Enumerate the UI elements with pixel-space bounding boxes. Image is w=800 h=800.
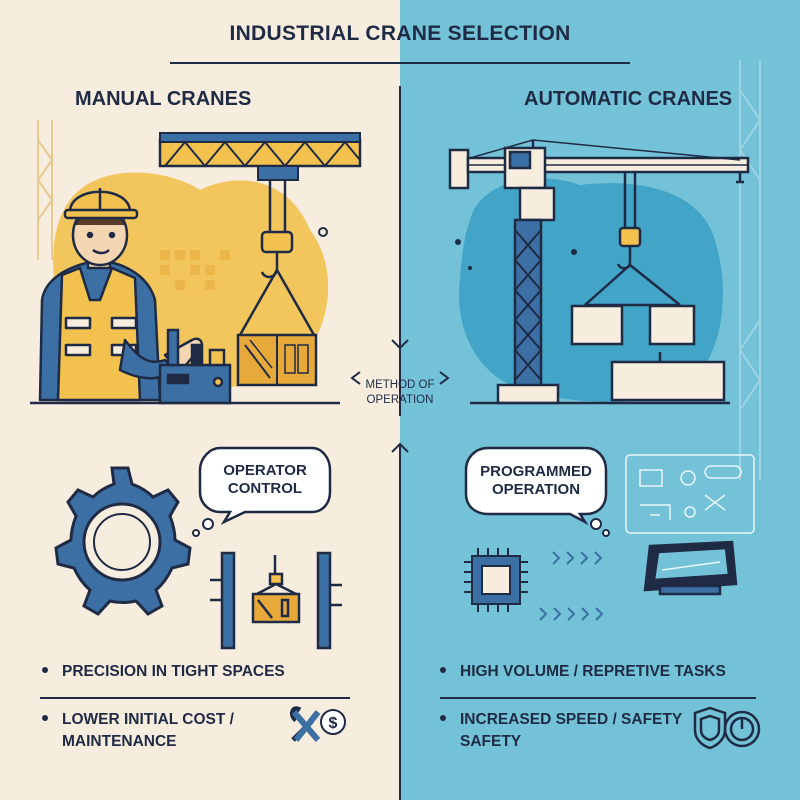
manual-bullet-1-text: PRECISION IN TIGHT SPACES	[62, 663, 285, 680]
manual-scaffold-icon	[37, 120, 53, 260]
programmed-bubble-text: PROGRAMMED OPERATION	[466, 463, 606, 499]
automatic-bullet-divider	[440, 697, 756, 699]
operator-bubble-line-2: CONTROL	[227, 480, 303, 497]
method-line-1: METHOD OF	[365, 379, 435, 391]
bullet-dot	[440, 666, 446, 673]
control-panel-icon	[158, 328, 232, 405]
title-divider	[170, 62, 630, 64]
worker-icon	[38, 188, 203, 402]
automatic-bullet-2-continued: SAFETY	[460, 733, 522, 750]
programmed-bubble-line-2: OPERATION	[491, 481, 581, 498]
operator-bubble-text: OPERATOR CONTROL	[200, 462, 330, 498]
automatic-bullet-2-text: INCREASED SPEED / SAFETY	[460, 711, 683, 728]
manual-grid-pattern-icon	[160, 250, 230, 290]
automatic-bullet-1: HIGH VOLUME / REPRETIVE TASKS	[440, 662, 726, 682]
method-line-2: OPERATION	[366, 394, 434, 406]
gear-icon	[54, 466, 192, 616]
bullet-dot	[42, 666, 48, 673]
decor-circle-icon	[318, 227, 328, 237]
center-divider	[399, 86, 401, 416]
operator-speech-bubble-icon	[192, 446, 332, 537]
tablet-controller-icon	[643, 540, 738, 596]
manual-crane-beam-icon	[158, 132, 362, 181]
automatic-containers-icon	[570, 304, 726, 402]
data-flow-chevrons-icon	[539, 551, 604, 621]
tower-crane-icon	[448, 139, 750, 405]
manual-bullet-1: PRECISION IN TIGHT SPACES	[42, 662, 285, 682]
manual-heading: MANUAL CRANES	[75, 88, 252, 110]
manual-bullet-2-text: LOWER INITIAL COST /	[62, 711, 234, 728]
speed-gauge-icon	[723, 710, 761, 748]
automatic-scaffold-icon	[739, 60, 761, 480]
method-of-operation-label: METHOD OF OPERATION	[352, 378, 448, 408]
automatic-sparkles-icon	[455, 239, 577, 270]
automatic-bullet-2: INCREASED SPEED / SAFETY	[440, 710, 682, 730]
programmed-bubble-line-1: PROGRAMMED	[480, 463, 592, 480]
manual-bullet-2-continued: MAINTENANCE	[62, 733, 177, 750]
rail-hoist-icon	[210, 551, 342, 650]
schematic-blueprint-icon	[625, 454, 755, 534]
manual-bullet-2: LOWER INITIAL COST /	[42, 710, 234, 730]
manual-bullet-divider	[40, 697, 350, 699]
safety-shield-icon	[693, 706, 727, 750]
tools-cost-icon	[290, 706, 346, 742]
manual-crate-icon	[236, 333, 318, 387]
automatic-bullet-1-text: HIGH VOLUME / REPRETIVE TASKS	[460, 663, 726, 680]
operator-bubble-line-1: OPERATOR	[223, 462, 307, 479]
automatic-heading: AUTOMATIC CRANES	[524, 88, 733, 110]
dollar-symbol: $	[329, 715, 338, 732]
bullet-dot	[42, 714, 48, 721]
bullet-dot	[440, 714, 446, 721]
manual-hook-icon	[238, 180, 316, 336]
processor-chip-icon	[464, 548, 528, 612]
programmed-speech-bubble-icon	[464, 446, 610, 537]
page-title: INDUSTRIAL CRANE SELECTION	[229, 22, 571, 45]
